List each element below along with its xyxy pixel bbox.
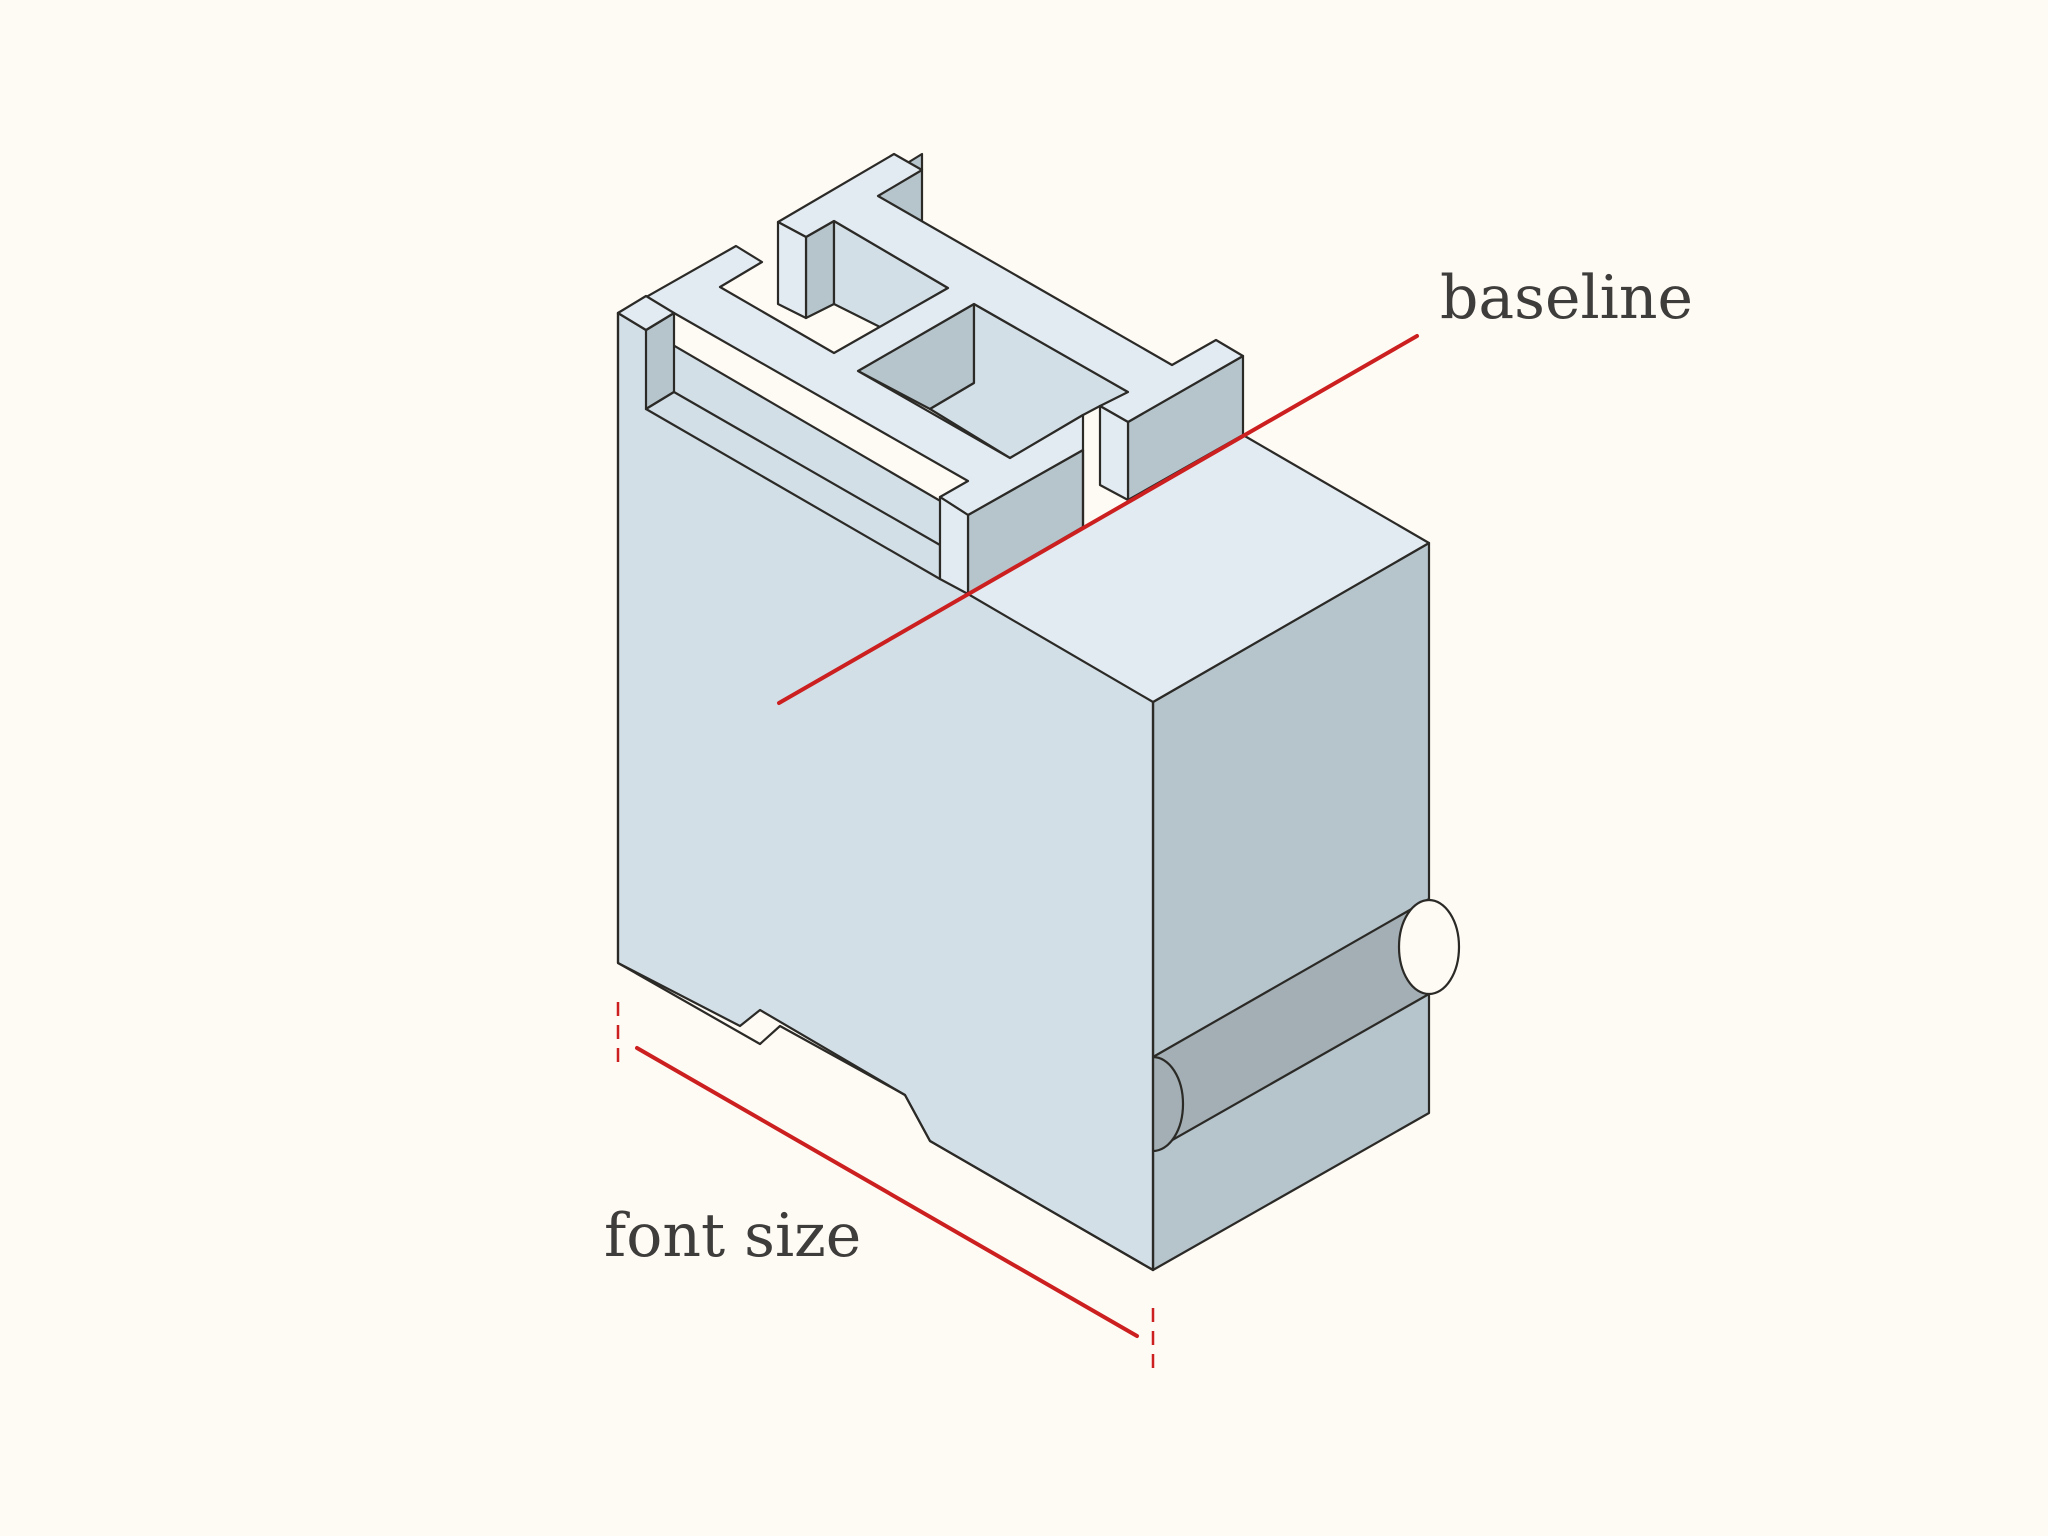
font-size-line — [635, 1046, 1139, 1338]
baseline-line — [777, 334, 1419, 705]
pillar-right — [1098, 404, 1130, 502]
pillar-left — [776, 220, 808, 320]
nick-groove-end-back — [1397, 898, 1461, 996]
pillar-front — [938, 495, 970, 596]
pillar-back — [616, 294, 676, 332]
letter-e-face — [616, 152, 1245, 596]
baseline-label: baseline — [1440, 263, 1693, 333]
font-size-label: font size — [604, 1201, 861, 1271]
baseline-indicator: baseline — [777, 263, 1693, 705]
font-size-indicator: font size — [604, 1002, 1155, 1374]
block-outline-left — [616, 311, 1155, 1272]
type-sort-block — [616, 152, 1461, 1272]
